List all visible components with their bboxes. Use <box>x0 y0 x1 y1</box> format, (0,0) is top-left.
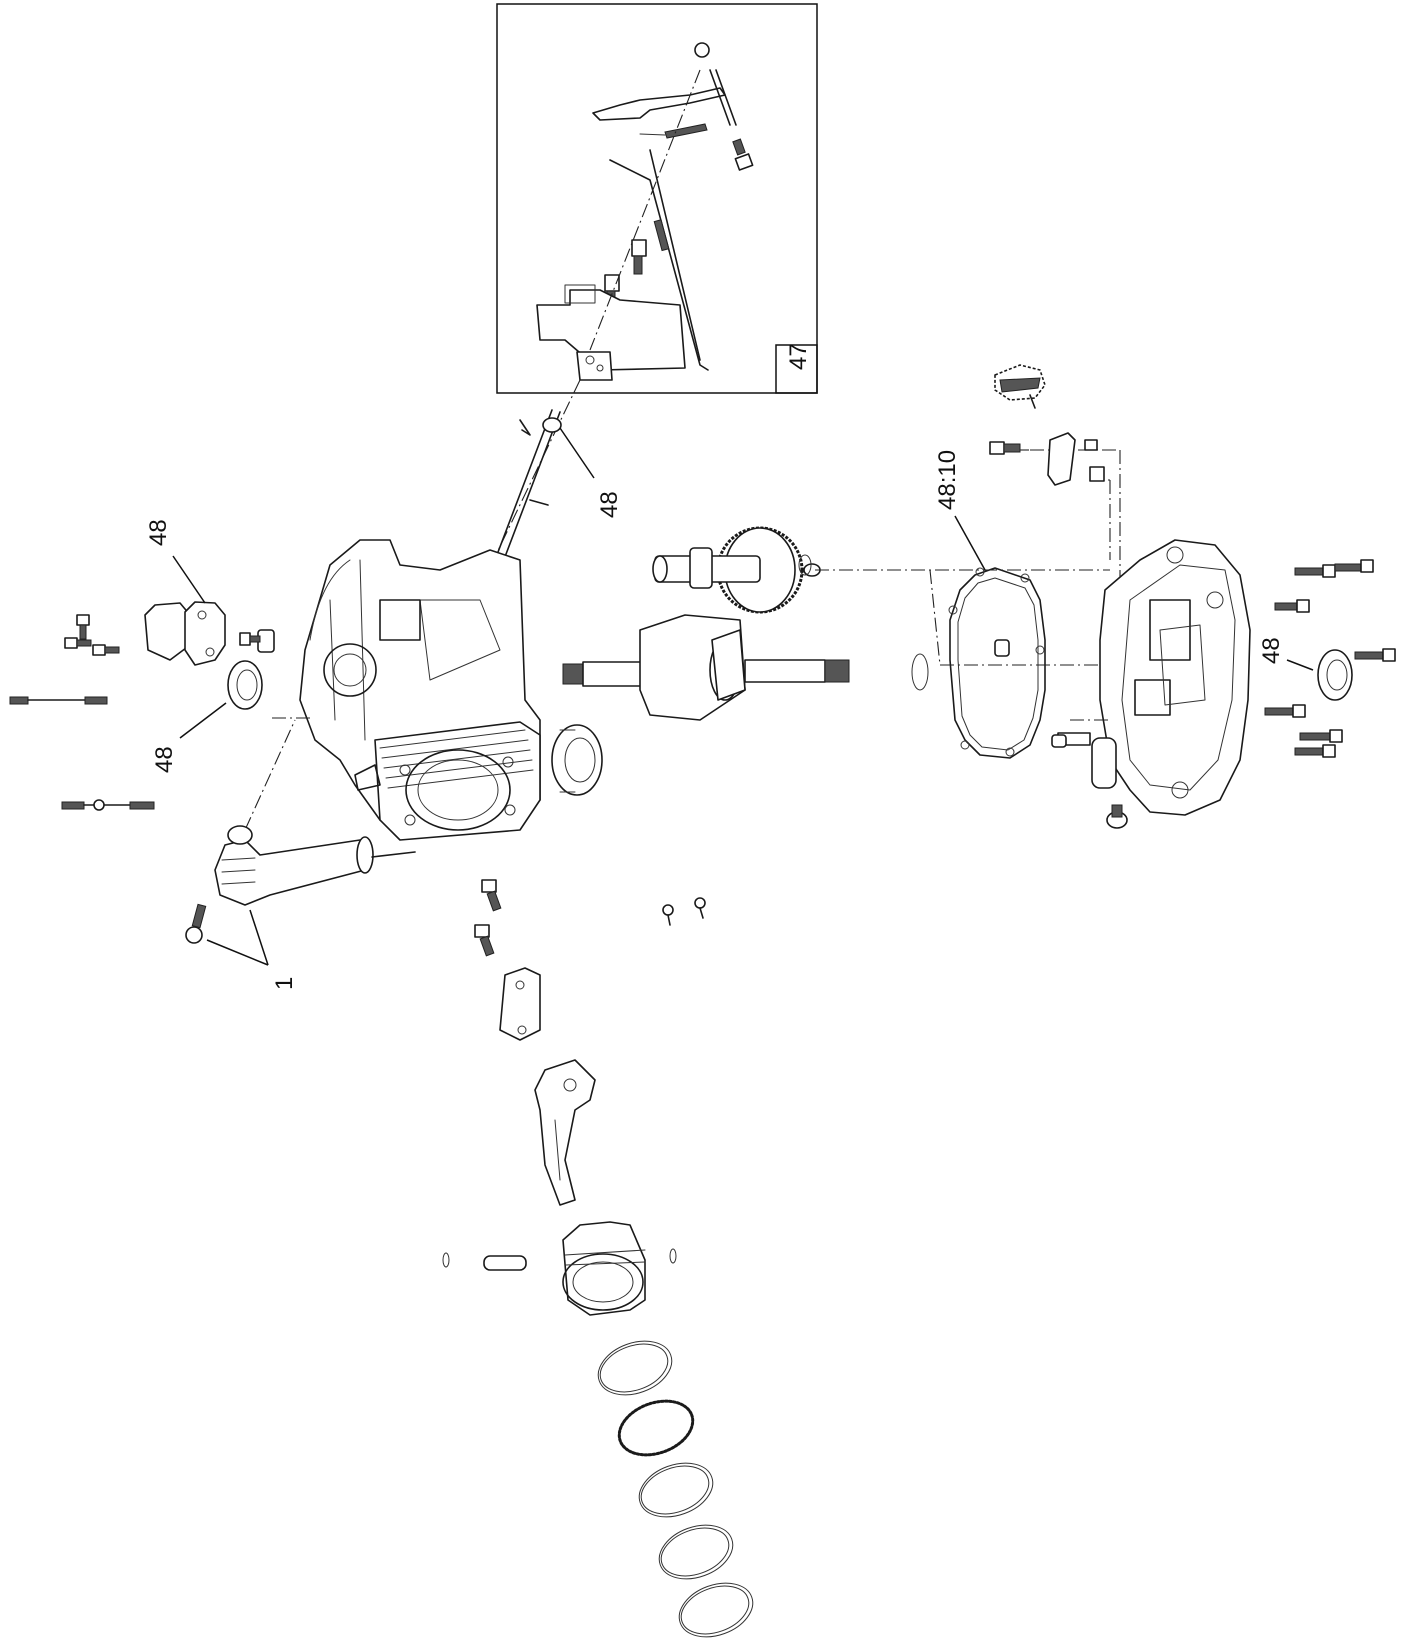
dipstick-tube-assembly <box>185 717 416 944</box>
connecting-rod <box>534 1059 596 1206</box>
main-bearing <box>551 724 603 796</box>
piston-assembly <box>442 1221 677 1316</box>
detail-callout-box <box>775 344 818 394</box>
callout-leaders <box>172 427 1314 966</box>
crankshaft <box>562 614 850 721</box>
callout-label-48-linkage: 48 <box>596 491 623 518</box>
governor-shaft <box>454 379 581 641</box>
callout-label-1: 1 <box>271 977 298 990</box>
crankshaft-retaining-ring <box>911 653 929 691</box>
oil-seal-right <box>1317 649 1353 701</box>
callout-label-48-seal-left: 48 <box>151 746 178 773</box>
callout-label-47: 47 <box>785 343 812 370</box>
crankcase-cover-right <box>1051 539 1251 829</box>
crankcase-gasket <box>948 567 1046 759</box>
crankcase-cylinder-block <box>299 539 541 841</box>
callout-label-48-seal-right: 48 <box>1258 637 1285 664</box>
right-fastener-group <box>1264 559 1396 758</box>
left-fastener-group <box>9 614 261 811</box>
governor-linkage-detail-box <box>496 3 818 394</box>
callout-label-48-10-gasket: 48:10 <box>934 450 961 510</box>
camshaft-washer <box>798 554 812 576</box>
oil-seal-left <box>227 660 263 710</box>
breather-cover-plate <box>144 601 275 666</box>
callout-label-48-cover: 48 <box>145 519 172 546</box>
camshaft-gear <box>652 526 821 614</box>
center-fastener-group <box>474 879 706 957</box>
tappet-bracket <box>499 967 541 1041</box>
piston-ring-set <box>597 1340 754 1638</box>
governor-gear-assembly <box>989 364 1105 486</box>
